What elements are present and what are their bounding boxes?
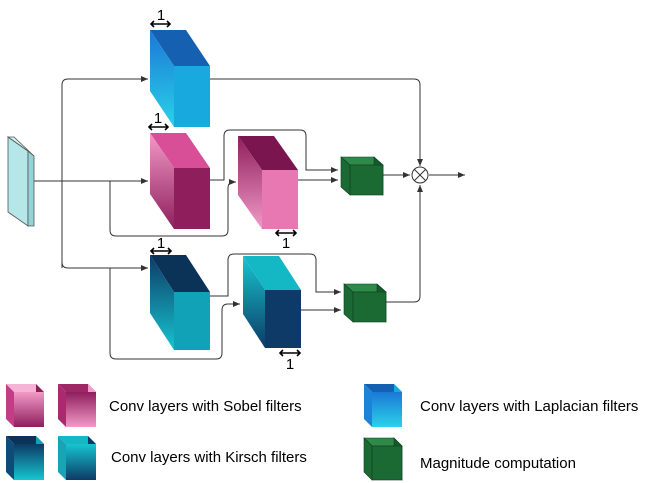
branch-to-laplacian-line [61,76,148,86]
kirsch-conv-block-1 [150,255,210,350]
legend-kirsch-cube-2 [58,436,96,480]
kirsch-1-to-2-line [210,253,341,297]
legend-magnitude-label: Magnitude computation [420,455,576,472]
legend-kirsch-cube-1 [6,436,44,480]
kirsch-conv-block-2 [243,256,301,348]
sobel-1-to-2-line [210,129,338,181]
laplacian-to-multiply-line [210,78,423,166]
branch-to-kirsch-line [61,261,148,271]
legend-laplacian-cube [364,384,402,427]
sobel-magnitude-cube [340,156,384,196]
legend-sobel-cube-2 [58,384,96,427]
legend-laplacian-label: Conv layers with Laplacian filters [420,398,639,415]
legend-kirsch-label: Conv layers with Kirsch filters [111,449,307,466]
sobel-1-size-label: 1 [154,110,162,127]
multiply-node [411,166,429,184]
legend-magnitude-cube [363,437,403,481]
kirsch-skip-line [109,268,240,360]
laplacian-size-arrow [149,20,172,28]
sobel-conv-block-2 [238,136,298,229]
kirsch-magnitude-cube [343,283,387,323]
laplacian-size-label: 1 [157,7,165,24]
input-image [6,136,35,227]
legend-sobel-cube-1 [6,384,44,427]
kirsch-2-size-label: 1 [286,356,294,373]
sobel-2-size-arrow [274,229,298,237]
size-indicators [147,20,302,357]
connection-lines [34,76,465,360]
sobel-2-size-label: 1 [282,235,290,252]
kirsch-magnitude-to-multiply-line [385,185,423,303]
sobel-1-size-arrow [147,123,170,131]
kirsch-1-size-arrow [149,247,173,255]
sobel-skip-line [109,179,236,237]
legend-sobel-label: Conv layers with Sobel filters [109,398,302,415]
kirsch-2-size-arrow [278,349,302,357]
laplacian-conv-block [150,30,210,127]
kirsch-1-size-label: 1 [157,235,165,252]
sobel-conv-block-1 [150,133,210,229]
